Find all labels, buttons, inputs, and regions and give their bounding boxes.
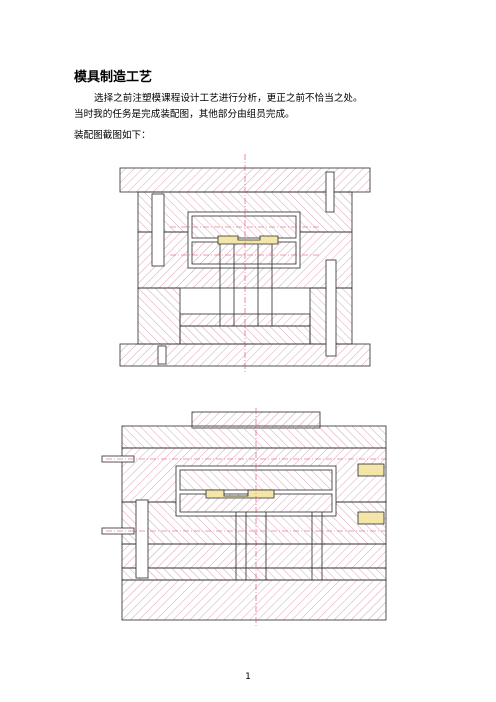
paragraph-intro: 选择之前注塑模课程设计工艺进行分析，更正之前不恰当之处。 — [94, 93, 363, 104]
mold-drawing-icon — [119, 154, 371, 372]
assembly-drawing-2 — [96, 408, 396, 634]
paragraph-task: 当时我的任务是完成装配图，其他部分由组员完成。 — [74, 109, 295, 120]
assembly-drawing-1 — [110, 150, 380, 379]
page-title: 模具制造工艺 — [74, 70, 153, 85]
page-number: 1 — [245, 672, 251, 682]
mold-drawing-icon — [101, 408, 387, 626]
paragraph-figure-intro: 装配图截图如下： — [74, 130, 151, 141]
